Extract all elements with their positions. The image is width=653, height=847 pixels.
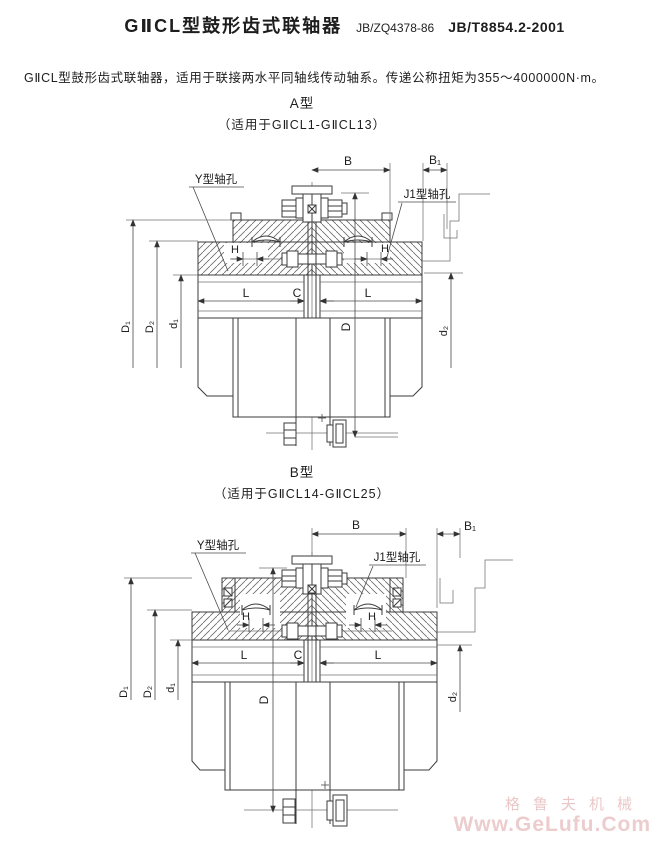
dim-label-C: C bbox=[294, 648, 303, 662]
dim-label-H: H bbox=[381, 243, 389, 255]
dimension-H-left: H bbox=[237, 611, 275, 632]
dimension-D2: D₂ bbox=[144, 240, 198, 368]
dimension-B1: B₁ bbox=[436, 519, 476, 608]
coupling-b-body bbox=[191, 552, 513, 828]
dimension-D1: D₁ bbox=[118, 577, 192, 700]
dim-label-H: H bbox=[368, 611, 376, 623]
dimension-H-right: H bbox=[349, 611, 387, 632]
callout-y-bore: Y型轴孔 bbox=[189, 172, 244, 272]
dim-label-d2: d₂ bbox=[447, 692, 459, 702]
dimension-L-right: L bbox=[319, 648, 438, 666]
dim-label-L: L bbox=[241, 648, 248, 662]
dim-label-L: L bbox=[365, 286, 372, 300]
dim-label-D1: D₁ bbox=[120, 321, 132, 333]
section-heading-b: B型 （适用于GⅡCL14-GⅡCL25） bbox=[0, 461, 604, 502]
dimension-L-left: L bbox=[191, 648, 305, 666]
section-heading-a: A型 （适用于GⅡCL1-GⅡCL13） bbox=[0, 92, 604, 133]
watermark: 格鲁夫机械 Www.GeLufu.Com bbox=[453, 796, 651, 837]
dimension-D1: D₁ bbox=[120, 219, 233, 368]
dim-label-C: C bbox=[293, 286, 302, 300]
standard-ref: JB/ZQ4378-86 bbox=[356, 21, 435, 35]
dimension-D2: D₂ bbox=[142, 609, 192, 700]
diagram-a-drawing: B B₁ Y型轴孔 J1型轴孔 H H bbox=[120, 153, 490, 450]
diagram-b-drawing: B B₁ Y型轴孔 J1型轴孔 H H bbox=[118, 518, 513, 828]
dimension-d1: d₁ bbox=[168, 274, 198, 368]
dim-label-D: D bbox=[339, 322, 353, 331]
dimension-d1: d₁ bbox=[165, 639, 192, 700]
dimension-D: D bbox=[257, 567, 287, 813]
dimension-C: C bbox=[290, 648, 334, 666]
y-bore-label: Y型轴孔 bbox=[197, 538, 240, 552]
dimension-C: C bbox=[290, 286, 334, 304]
dim-label-B1: B₁ bbox=[464, 519, 476, 533]
dimension-L-right: L bbox=[319, 286, 423, 304]
page-title: GⅡCL型鼓形齿式联轴器 bbox=[124, 16, 343, 36]
type-a-range: （适用于GⅡCL1-GⅡCL13） bbox=[217, 118, 387, 132]
dim-label-d2: d₂ bbox=[438, 326, 450, 336]
y-bore-label: Y型轴孔 bbox=[195, 172, 238, 186]
callout-j1-bore: J1型轴孔 bbox=[386, 187, 456, 258]
dim-label-B: B bbox=[352, 518, 360, 532]
dim-label-D2: D₂ bbox=[142, 686, 154, 698]
dim-label-L: L bbox=[375, 648, 382, 662]
dim-label-D: D bbox=[257, 695, 271, 704]
dimension-d2: d₂ bbox=[424, 272, 463, 368]
dim-label-H: H bbox=[242, 611, 250, 623]
dimension-H-right: H bbox=[355, 243, 393, 266]
j1-bore-label: J1型轴孔 bbox=[374, 550, 421, 564]
dim-label-D2: D₂ bbox=[144, 321, 156, 333]
dim-label-B1: B₁ bbox=[429, 153, 441, 167]
title-bar: GⅡCL型鼓形齿式联轴器 JB/ZQ4378-86 JB/T8854.2-200… bbox=[18, 12, 653, 38]
dimension-D: D bbox=[339, 192, 398, 438]
standard-code: JB/T8854.2-2001 bbox=[448, 19, 565, 35]
dimension-d2: d₂ bbox=[437, 644, 472, 712]
type-a-label: A型 bbox=[289, 96, 315, 111]
dim-label-D1: D₁ bbox=[118, 686, 130, 698]
watermark-brand: 格鲁夫机械 bbox=[504, 795, 645, 813]
dimension-B: B bbox=[311, 518, 407, 578]
coupling-a-body bbox=[197, 182, 490, 450]
dimension-L-left: L bbox=[197, 286, 305, 304]
type-b-range: （适用于GⅡCL14-GⅡCL25） bbox=[213, 487, 391, 501]
dim-label-L: L bbox=[243, 286, 250, 300]
type-b-label: B型 bbox=[289, 465, 315, 480]
watermark-url: Www.GeLufu.Com bbox=[453, 812, 651, 836]
dim-label-d1: d₁ bbox=[168, 319, 180, 329]
j1-bore-label: J1型轴孔 bbox=[404, 187, 451, 201]
callout-y-bore: Y型轴孔 bbox=[191, 538, 246, 631]
dimension-B: B bbox=[311, 154, 391, 221]
callout-j1-bore: J1型轴孔 bbox=[355, 550, 426, 608]
intro-paragraph: GⅡCL型鼓形齿式联轴器，适用于联接两水平同轴线传动轴系。传递公称扭矩为355～… bbox=[24, 70, 605, 85]
dim-label-H: H bbox=[231, 244, 239, 256]
dimension-H-left: H bbox=[231, 244, 269, 266]
dim-label-B: B bbox=[344, 154, 352, 168]
dim-label-d1: d₁ bbox=[165, 683, 177, 693]
